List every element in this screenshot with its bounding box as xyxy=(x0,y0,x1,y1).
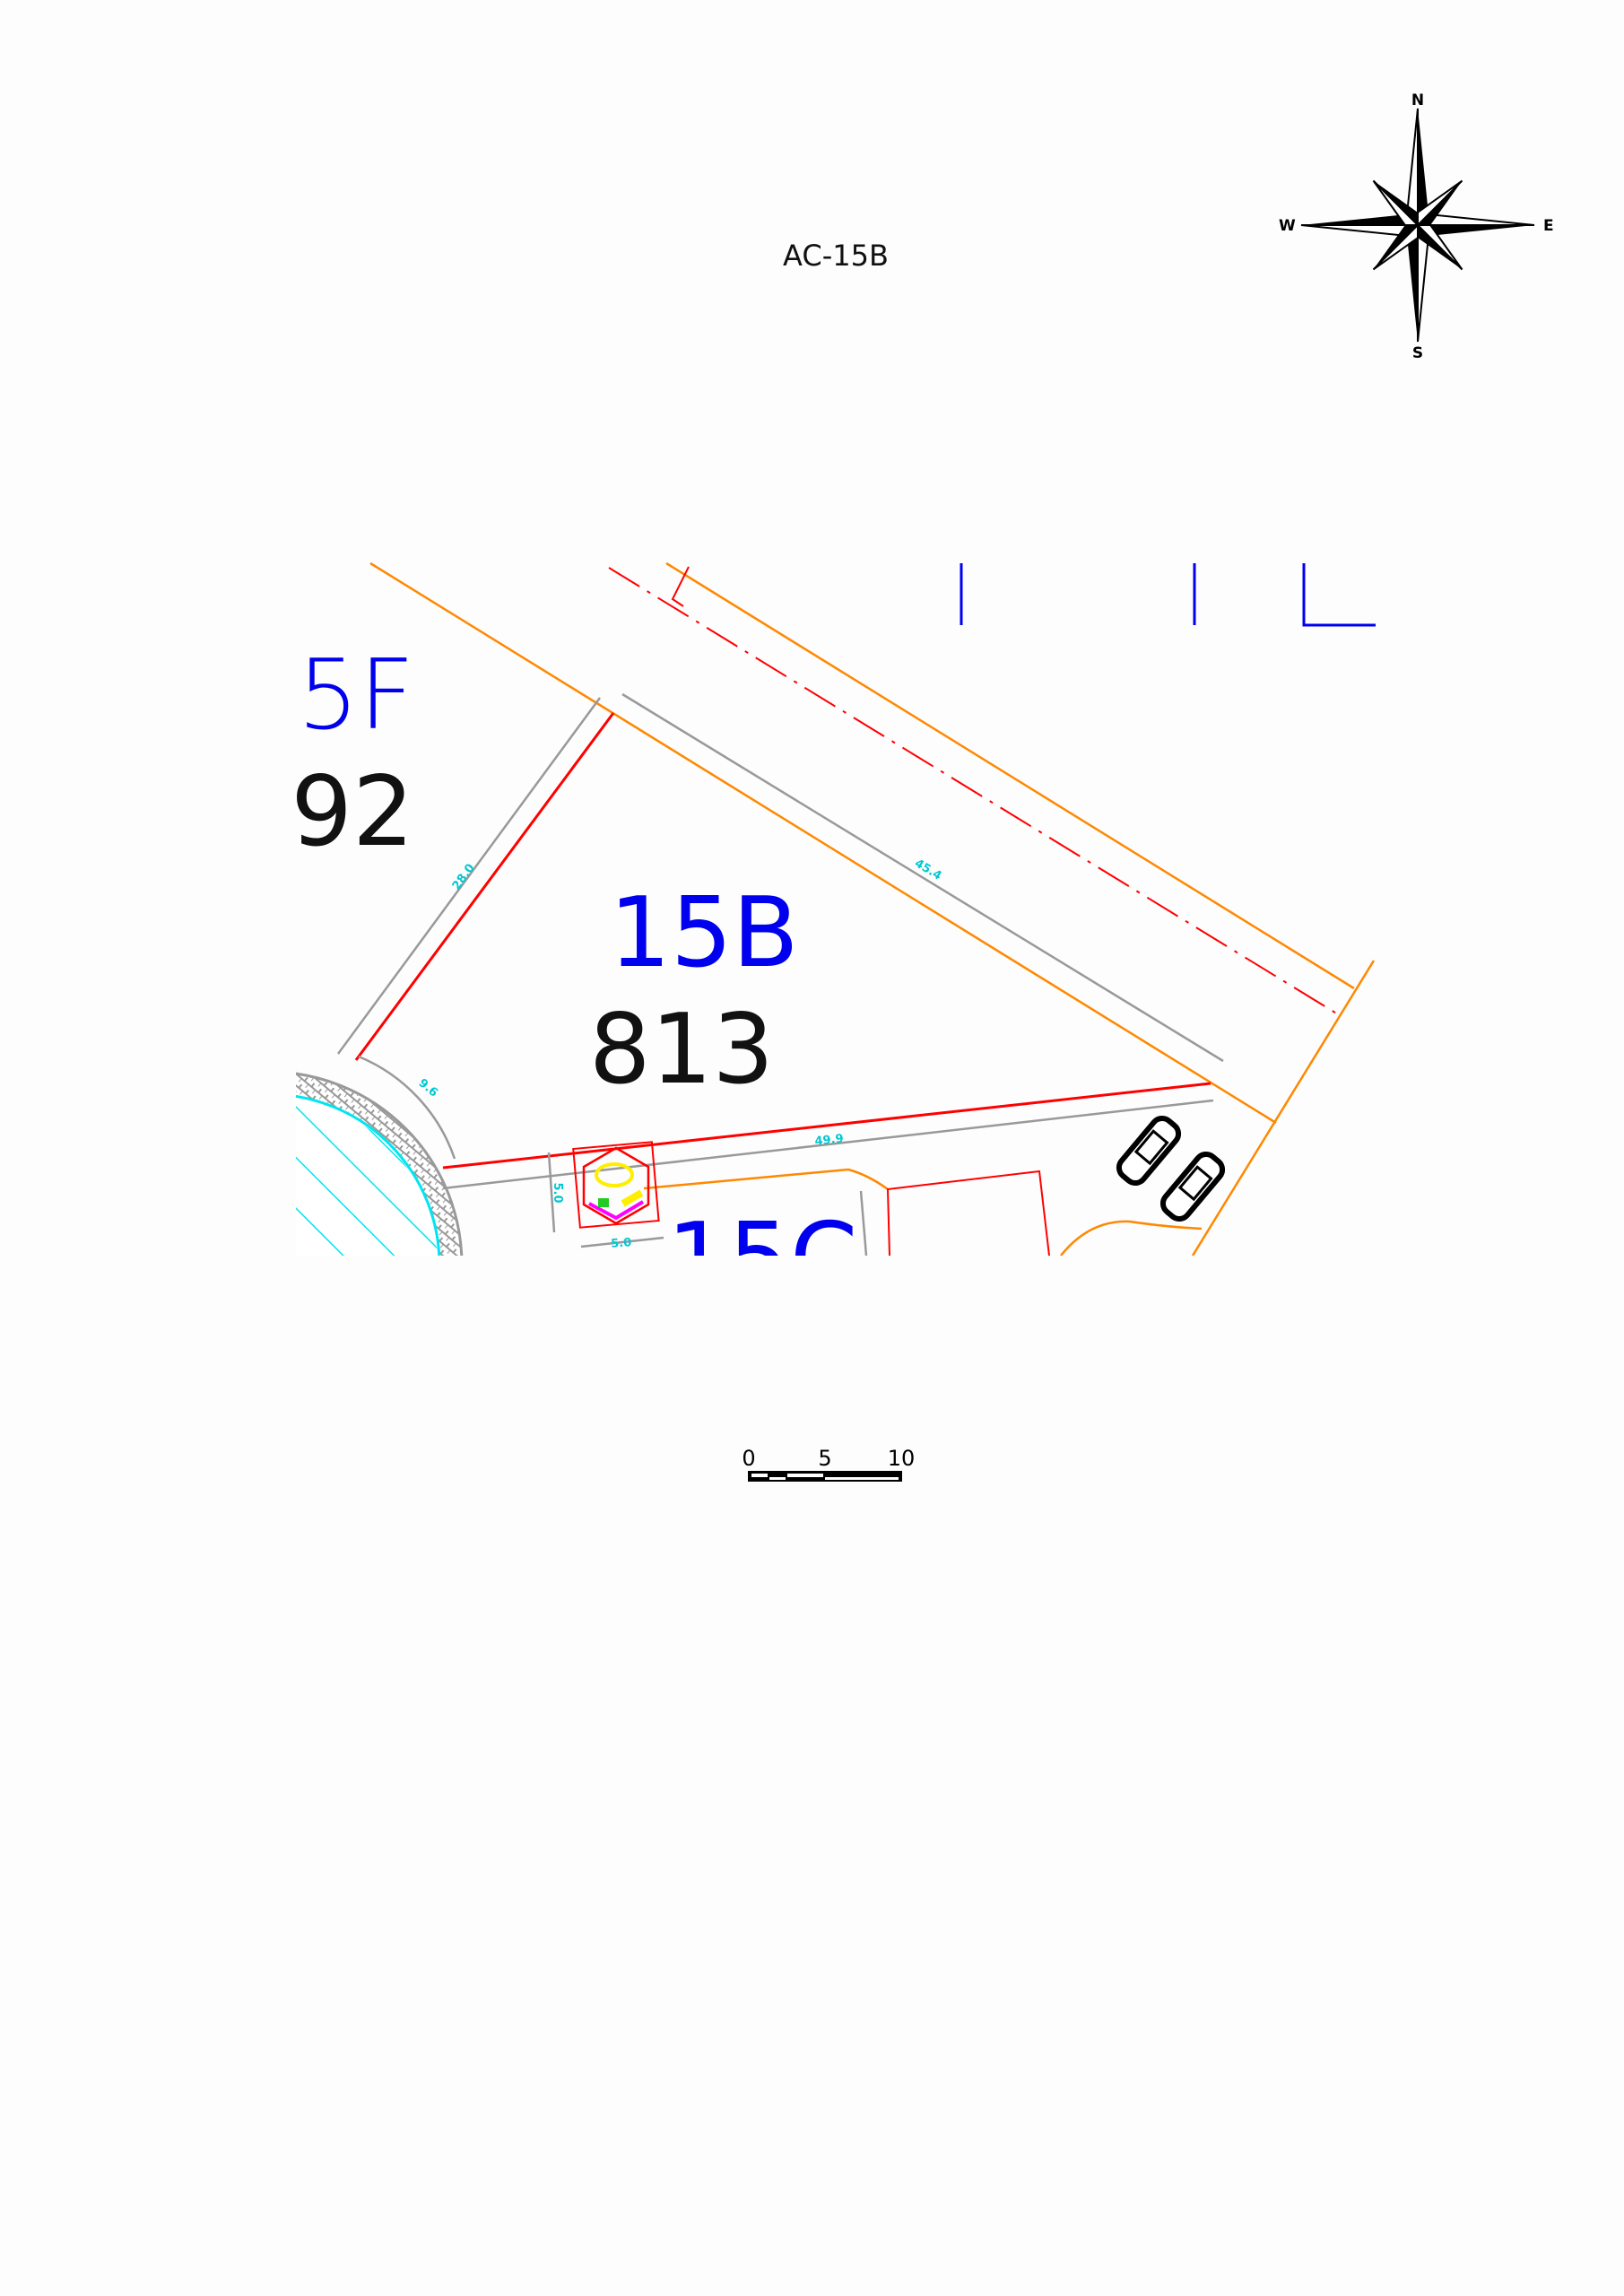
scale-label-10: 10 xyxy=(888,1446,916,1471)
dimension-kiosk-width: 5.0 xyxy=(611,1236,632,1251)
building-15c-outline xyxy=(886,1170,1050,1256)
compass-w: W xyxy=(1279,217,1296,235)
car-icon xyxy=(1159,1151,1226,1222)
compass-e: E xyxy=(1543,217,1554,235)
scale-label-0: 0 xyxy=(742,1446,755,1471)
parcel-markers xyxy=(960,563,1376,627)
dimension-northwest: 28.0 xyxy=(450,862,478,893)
compass-n: N xyxy=(1411,91,1424,109)
parcel-15b-boundary xyxy=(354,712,1211,1170)
parcel-15b-id: 15B xyxy=(609,877,799,989)
parcel-5f-id: 5F xyxy=(298,639,415,752)
dimension-kiosk-height: 5.0 xyxy=(551,1182,564,1203)
plot-area: 28.0 45.4 49.9 9.6 5.0 5.0 5F xyxy=(291,561,1376,1315)
compass-s: S xyxy=(1412,344,1423,362)
scale-label-5: 5 xyxy=(818,1446,831,1471)
dimension-lines xyxy=(336,692,1224,1256)
sheet-title: AC-15B xyxy=(783,239,889,273)
roundabout-paving xyxy=(296,1072,464,1256)
road-edges xyxy=(369,561,1376,1256)
dimension-arc: 9.6 xyxy=(416,1076,440,1100)
parcel-15c-id: 15C xyxy=(667,1203,858,1315)
centerline xyxy=(608,567,1343,1018)
kiosk-icon xyxy=(572,1141,660,1229)
parcel-5f-area: 92 xyxy=(291,756,413,868)
roundabout-green xyxy=(296,1094,441,1256)
dimension-south: 49.9 xyxy=(814,1132,844,1148)
parcel-15b-area: 813 xyxy=(589,994,774,1106)
scale-bar: 0 5 10 xyxy=(742,1446,915,1482)
car-icon xyxy=(1116,1115,1182,1187)
roundabout-hatch xyxy=(296,1098,438,1256)
dimension-northeast: 45.4 xyxy=(912,857,943,883)
north-arrow-compass-icon: N S E W xyxy=(1279,91,1554,362)
